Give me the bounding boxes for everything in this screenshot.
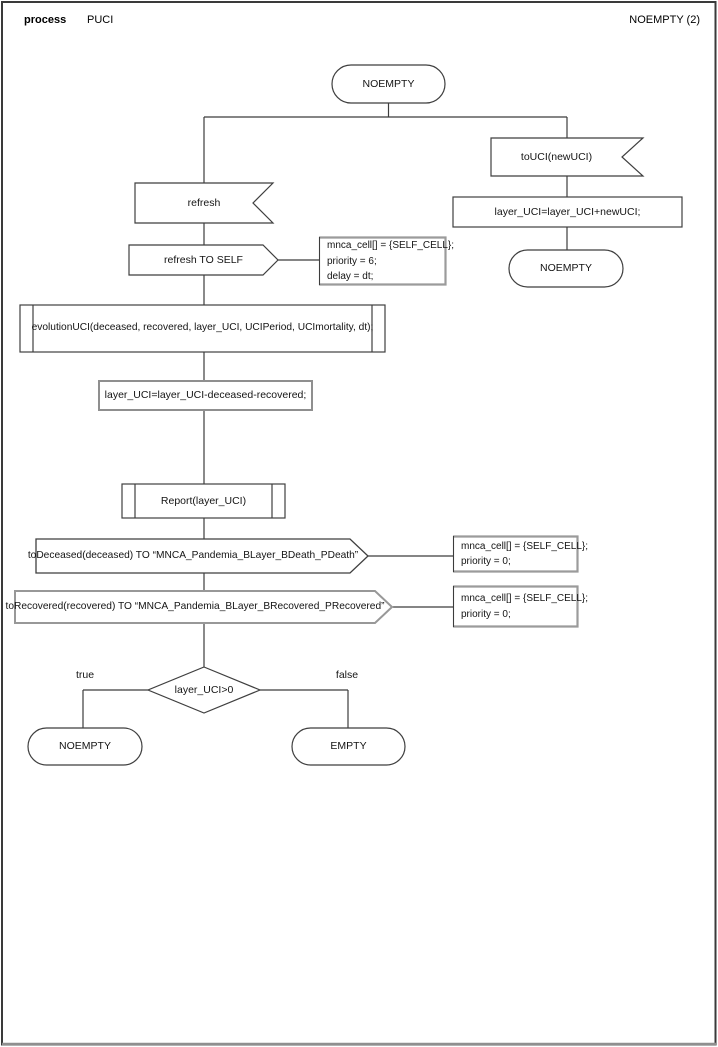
procedure-report-shape: [121, 483, 286, 519]
state-noempty-bottom-shape: [27, 727, 143, 766]
comment-recovered: mnca_cell[] = {SELF_CELL}; priority = 0;: [453, 586, 589, 627]
comment-line: mnca_cell[] = {SELF_CELL};: [327, 240, 455, 252]
state-noempty-right-shape: [508, 249, 624, 288]
output-signal-torecovered-shape: [14, 590, 394, 624]
procedure-report-outline: [121, 483, 286, 519]
process-name: PUCI: [87, 14, 114, 26]
input-signal-refresh-shape: [134, 182, 275, 224]
comment-frame: [453, 535, 579, 573]
comment-box-deceased-shape: [452, 535, 579, 573]
procedure-evolution-outline: [19, 304, 386, 353]
state-noempty-start-shape: [331, 64, 446, 104]
state-empty-shape: [291, 727, 406, 766]
comment-line: priority = 0;: [461, 608, 511, 620]
comment-line: priority = 6;: [327, 255, 377, 267]
comment-line: delay = dt;: [327, 271, 374, 283]
task-assign-sub-shape: [98, 380, 313, 411]
comment-frame: [453, 585, 579, 628]
output-signal-refresh-self-shape: [128, 244, 279, 276]
connector-lines: [82, 103, 568, 728]
page-state-label: NOEMPTY (2): [629, 14, 700, 26]
comment-box-recovered-shape: [452, 585, 579, 628]
comment-box-refresh-shape: [318, 236, 447, 286]
comment-refresh: mnca_cell[] = {SELF_CELL}; priority = 6;…: [319, 238, 454, 285]
procedure-evolution-shape: [19, 304, 386, 353]
input-signal-touci-shape: [490, 137, 645, 177]
process-kind-label: process: [24, 14, 67, 26]
comment-deceased: mnca_cell[] = {SELF_CELL}; priority = 0;: [453, 536, 589, 572]
task-assign-add-shape: [452, 196, 683, 228]
comment-line: mnca_cell[] = {SELF_CELL};: [461, 593, 589, 604]
output-signal-todeceased-shape: [35, 538, 369, 574]
comment-line: priority = 0;: [461, 556, 511, 567]
decision-diamond-shape: [146, 666, 262, 714]
comment-frame: [319, 236, 447, 286]
comment-line: mnca_cell[] = {SELF_CELL};: [461, 540, 589, 552]
